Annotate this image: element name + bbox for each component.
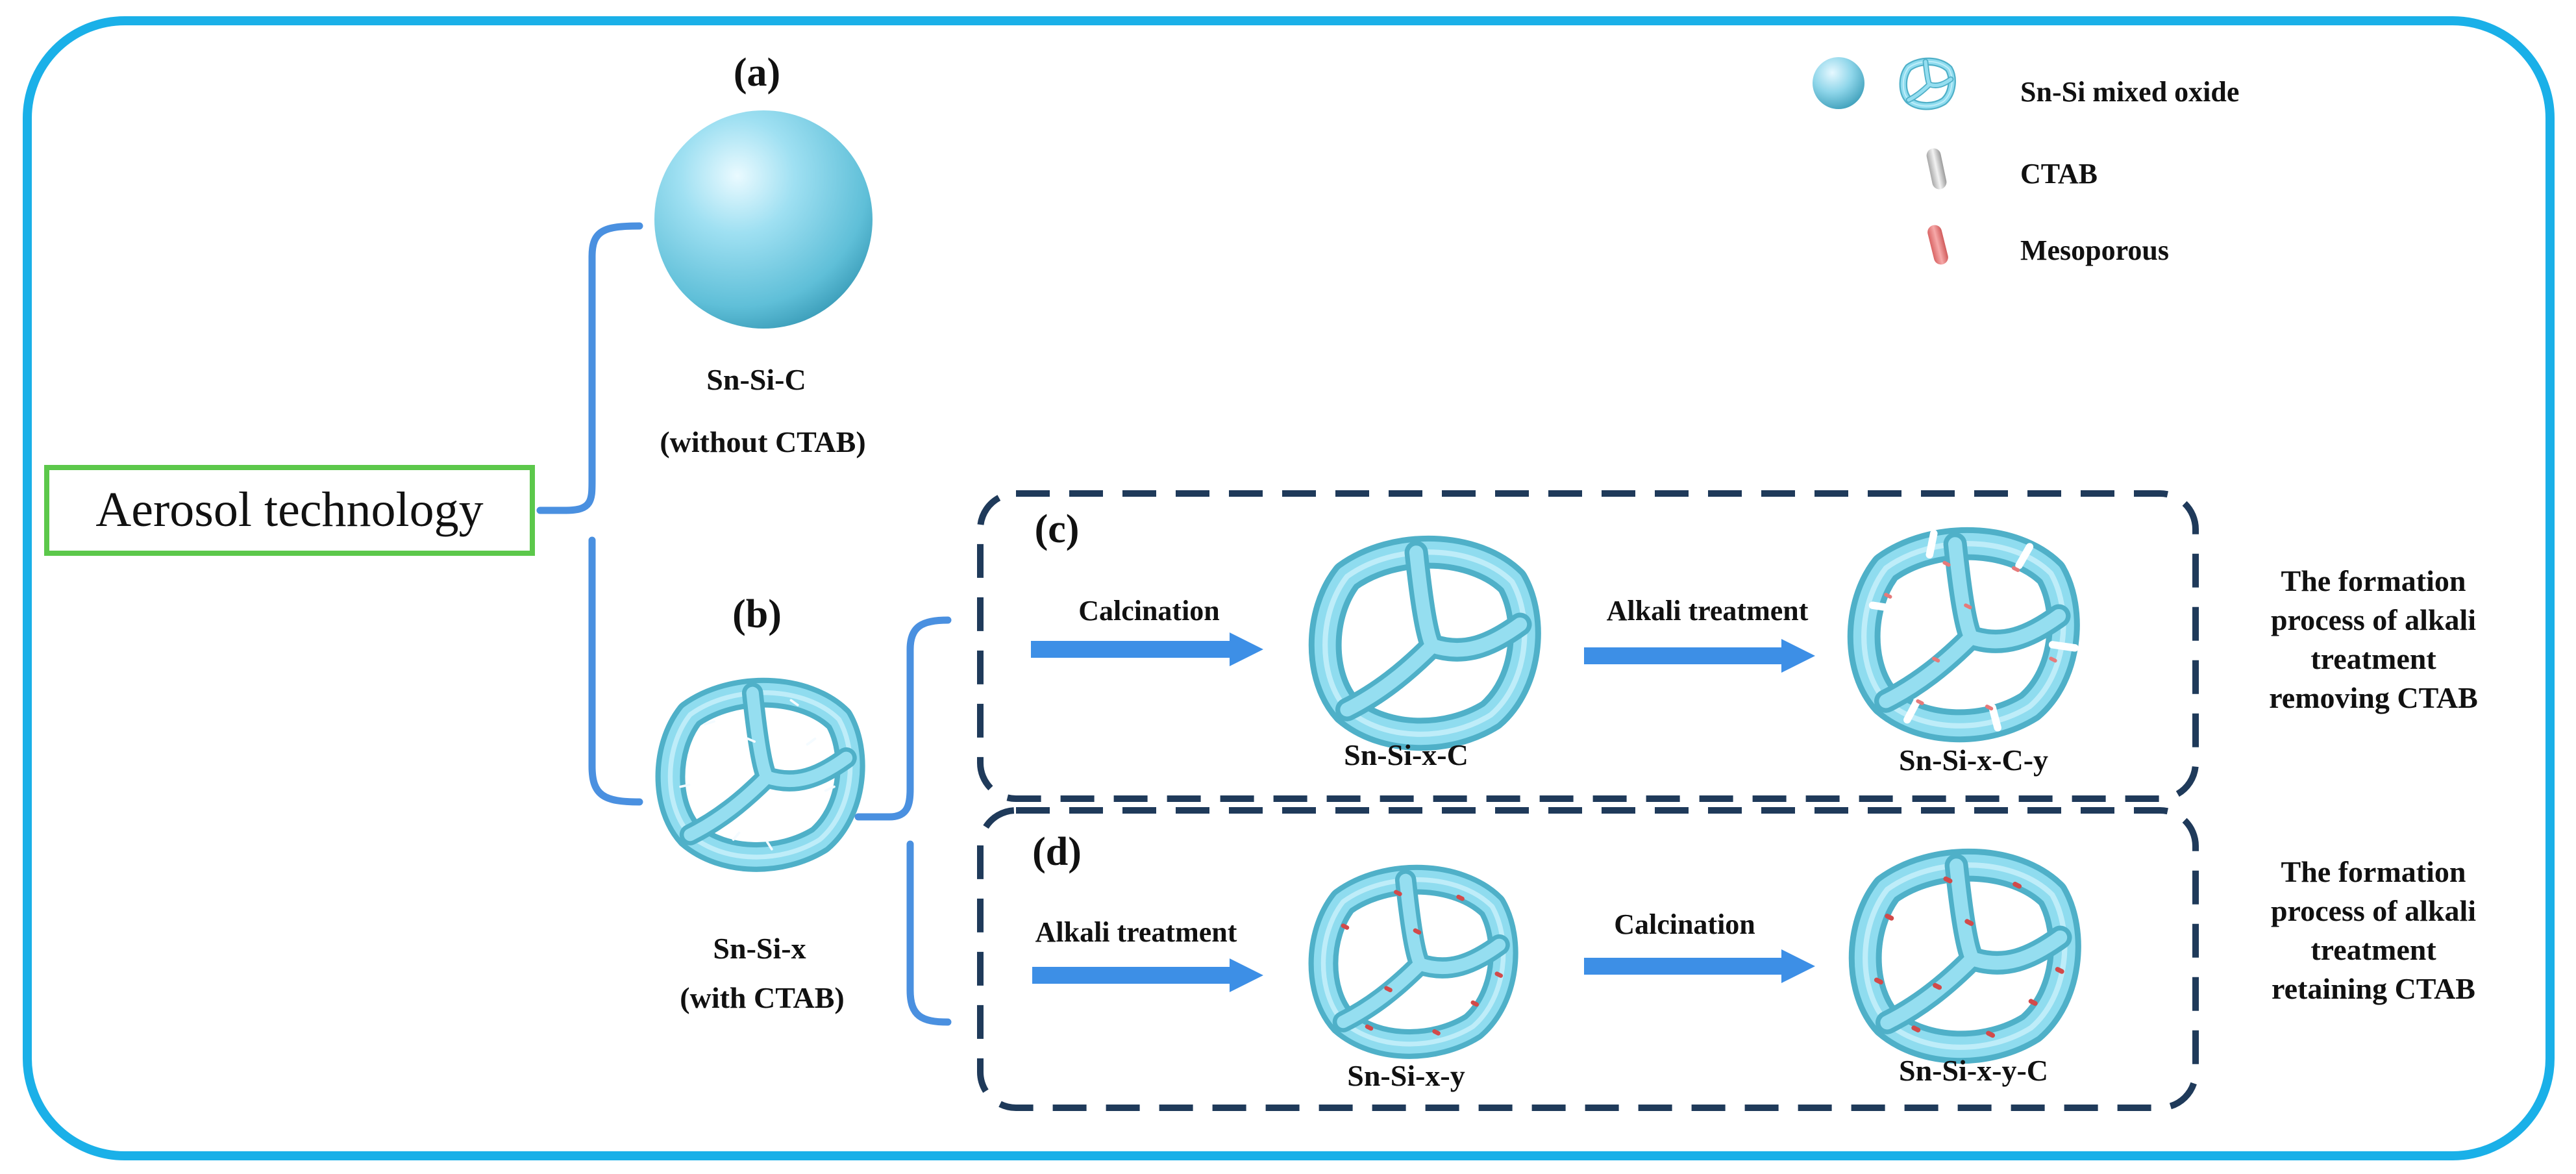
outer-border [23, 16, 2555, 1160]
sn-si-c-sphere [654, 110, 873, 329]
svg-text:treatment: treatment [2310, 933, 2436, 966]
main-brace [536, 222, 643, 806]
sphere-legend-icon [1813, 57, 1864, 109]
panel-d-description: The formation process of alkali treatmen… [2271, 855, 2476, 1005]
panel-c-tag: (c) [1035, 507, 1080, 551]
legend-label-ctab: CTAB [2020, 158, 2098, 190]
svg-text:treatment: treatment [2310, 642, 2436, 675]
panel-d-product2: Sn-Si-x-y-C [1899, 1054, 2048, 1087]
panel-b-name: Sn-Si-x [713, 932, 806, 965]
svg-text:process of alkali: process of alkali [2271, 894, 2476, 927]
svg-text:The formation: The formation [2281, 855, 2466, 888]
panel-c-step2-label: Alkali treatment [1607, 595, 1809, 627]
svg-text:process of alkali: process of alkali [2271, 603, 2476, 636]
panel-b-note: (with CTAB) [680, 981, 844, 1014]
root-box [44, 465, 535, 556]
panel-c-product1: Sn-Si-x-C [1344, 738, 1468, 771]
panel-d-tag: (d) [1032, 830, 1082, 874]
mesopore-rod-icon [1927, 225, 1948, 265]
legend: Sn-Si mixed oxide CTAB Mesoporous [1813, 57, 2239, 266]
panel-d-step1-label: Alkali treatment [1035, 916, 1237, 948]
panel-a-name: Sn-Si-C [706, 363, 806, 396]
panel-d-product1: Sn-Si-x-y [1347, 1059, 1465, 1092]
panel-d-box [977, 807, 2199, 1111]
root-label: Aerosol technology [95, 482, 483, 537]
sn-si-x-frame [670, 693, 850, 857]
sn-si-x-c-y-frame [1864, 534, 2075, 728]
panel-d-step2-label: Calcination [1614, 908, 1755, 940]
svg-text:retaining CTAB: retaining CTAB [2272, 972, 2475, 1005]
panel-c-description: The formation process of alkali treatmen… [2269, 564, 2478, 714]
secondary-brace [854, 616, 952, 1026]
panel-a-tag: (a) [734, 51, 780, 95]
sn-si-x-y-frame [1323, 880, 1503, 1044]
legend-label-oxide: Sn-Si mixed oxide [2020, 76, 2239, 108]
svg-text:The formation: The formation [2281, 564, 2466, 597]
ctab-rod-icon [1926, 148, 1947, 190]
svg-text:removing CTAB: removing CTAB [2269, 681, 2478, 714]
panel-c-product2: Sn-Si-x-C-y [1899, 743, 2048, 777]
sn-si-x-y-c-frame [1865, 865, 2064, 1047]
panel-c-step1-label: Calcination [1078, 595, 1220, 627]
panel-b-tag: (b) [732, 592, 782, 636]
panel-a-note: (without CTAB) [660, 425, 865, 458]
legend-label-mesoporous: Mesoporous [2020, 234, 2169, 266]
